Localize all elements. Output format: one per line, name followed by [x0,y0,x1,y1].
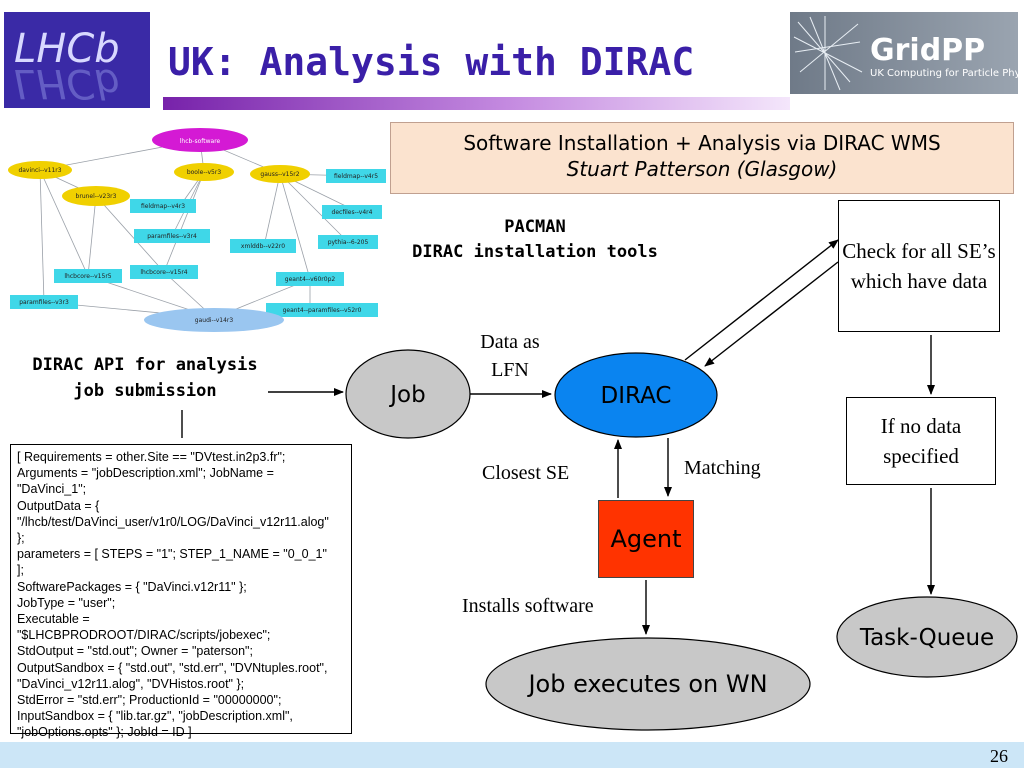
svg-text:GridPP: GridPP [870,33,985,68]
svg-text:xmlddb--v22r0: xmlddb--v22r0 [241,243,285,250]
graph-node [130,199,196,213]
jdl-line: [ Requirements = other.Site == "DVtest.i… [17,450,286,464]
jdl-line: "DaVinci_v12r11.alog", "DVHistos.root" }… [17,676,245,691]
graph-node [250,165,310,183]
title-underline-bar [163,97,790,110]
edge-label-lfn: LFN [491,359,529,381]
graph-node [62,186,130,206]
graph-node [276,272,344,286]
check-se-box: Check for all SE’s which have data [838,200,1000,332]
graph-node [322,205,382,219]
svg-text:lhcbcore--v15r4: lhcbcore--v15r4 [140,269,187,276]
task-queue-node [836,596,1018,678]
svg-text:decfiles--v4r4: decfiles--v4r4 [332,209,373,216]
svg-text:paramfiles--v3r4: paramfiles--v3r4 [147,233,197,240]
svg-text:boole--v5r3: boole--v5r3 [187,169,222,176]
lhcb-logo: LHCb LHCb [4,12,150,108]
edge-label-installs-software: Installs software [462,595,594,617]
page-title: UK: Analysis with DIRAC [168,40,695,84]
svg-text:LHCb: LHCb [14,26,120,72]
edge-label-matching: Matching [684,457,761,479]
jdl-line: JobType = "user"; [17,595,116,610]
graph-node [318,235,378,249]
svg-text:fieldmap--v4r5: fieldmap--v4r5 [334,173,378,180]
svg-text:UK Computing for Particle Phys: UK Computing for Particle Physics [870,68,1018,79]
dependency-graph: lhcb-software davinci--v11r3 boole--v5r3… [8,128,386,332]
svg-text:gauss--v15r2: gauss--v15r2 [260,171,299,178]
header-box: Software Installation + Analysis via DIR… [390,122,1014,194]
jdl-line: "jobOptions.opts" }; JobId = ID ] [17,725,192,740]
api-label-line-2: job submission [73,381,217,401]
edge-label-data-as-lfn: Data as LFN [460,328,560,384]
flow-diagram: Job DIRAC Job executes on WN Task-Queue [181,239,1018,731]
header-line-1: Software Installation + Analysis via DIR… [463,131,941,155]
dirac-node-label: DIRAC [601,383,672,409]
agent-box: Agent [598,500,694,578]
svg-text:LHCb: LHCb [14,60,120,106]
graph-node-root-label: lhcb-software [180,138,221,145]
pacman-label: PACMAN DIRAC installation tools [392,215,678,265]
no-data-box: If no data specified [846,397,996,485]
arrow-check-to-dirac [704,261,839,367]
jdl-line: "DaVinci_1"; [17,482,87,497]
jdl-line: parameters = [ STEPS = "1"; STEP_1_NAME … [17,547,327,562]
graph-node [230,239,296,253]
graph-node [174,163,234,181]
svg-text:davinci--v11r3: davinci--v11r3 [18,167,61,174]
job-node [345,349,471,439]
graph-node [54,269,122,283]
graph-node [8,161,72,179]
page-number: 26 [990,746,1008,766]
pacman-line-1: PACMAN [504,217,566,237]
header-line-2: Stuart Patterson (Glasgow) [566,157,838,181]
graph-node [134,229,210,243]
graph-node [10,295,78,309]
jdl-line: }; [17,531,25,546]
jdl-line: OutputData = { [17,498,100,513]
jdl-line: OutputSandbox = { "std.out", "std.err", … [17,660,328,675]
svg-text:paramfiles--v3r3: paramfiles--v3r3 [19,299,69,306]
jdl-line: "$LHCBPRODROOT/DIRAC/scripts/jobexec"; [17,628,271,643]
job-executes-label: Job executes on WN [526,670,767,698]
graph-node [130,265,198,279]
edge-label-data-as: Data as [480,331,540,353]
svg-text:geant4--v60r0p2: geant4--v60r0p2 [285,276,336,283]
dirac-node [554,352,718,438]
edge-label-closest-se: Closest SE [482,462,570,484]
jdl-line: Arguments = "jobDescription.xml"; JobNam… [17,466,274,481]
task-queue-label: Task-Queue [859,625,994,651]
api-label-line-1: DIRAC API for analysis [32,355,258,375]
agent-label: Agent [610,525,682,553]
jdl-line: StdError = "std.err"; ProductionId = "00… [17,693,282,708]
dirac-api-label: DIRAC API for analysis job submission [6,352,284,404]
jdl-line: ]; [17,563,24,578]
graph-node-root [152,128,248,152]
footer-bar [0,742,1024,768]
jdl-description-box: [ Requirements = other.Site == "DVtest.i… [10,444,352,739]
jdl-line: InputSandbox = { "lib.tar.gz", "jobDescr… [17,709,293,724]
svg-text:brunel--v23r3: brunel--v23r3 [76,193,117,200]
svg-text:geant4--paramfiles--v52r0: geant4--paramfiles--v52r0 [283,307,362,314]
job-executes-node [485,637,811,731]
jdl-line: "/lhcb/test/DaVinci_user/v1r0/LOG/DaVinc… [17,514,329,529]
no-data-text: If no data specified [880,414,962,468]
graph-node [144,308,284,332]
svg-text:pythia--6-205: pythia--6-205 [328,239,369,246]
job-node-label: Job [388,382,425,408]
jdl-line: Executable = [17,612,90,627]
jdl-line: SoftwarePackages = { "DaVinci.v12r11" }; [17,579,247,594]
svg-text:fieldmap--v4r3: fieldmap--v4r3 [141,203,185,210]
graph-node [266,303,378,317]
check-se-text: Check for all SE’s which have data [842,239,996,293]
pacman-line-2: DIRAC installation tools [412,242,658,262]
svg-text:lhcbcore--v15r5: lhcbcore--v15r5 [64,273,111,280]
graph-node [326,169,386,183]
svg-text:gaudi--v14r3: gaudi--v14r3 [195,317,234,324]
arrow-dirac-to-check [684,239,839,361]
gridpp-logo: GridPP UK Computing for Particle Physics [790,12,1018,94]
jdl-line: StdOutput = "std.out"; Owner = "paterson… [17,644,253,659]
